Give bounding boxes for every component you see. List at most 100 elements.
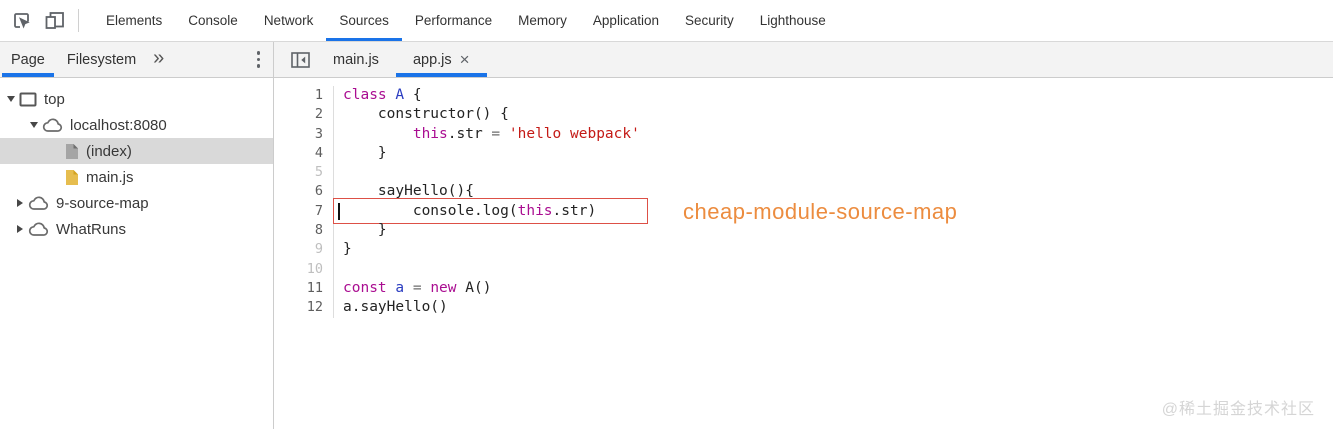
file-gray-icon bbox=[65, 143, 79, 160]
line-number[interactable]: 2 bbox=[314, 106, 323, 123]
line-number[interactable]: 6 bbox=[314, 183, 323, 200]
code-line[interactable]: } bbox=[343, 144, 1333, 163]
tree-item-main-js[interactable]: main.js bbox=[0, 164, 273, 190]
code-line[interactable]: class A { bbox=[343, 86, 1333, 105]
code-token: = bbox=[412, 279, 422, 296]
toolbar-icons bbox=[0, 0, 68, 41]
editor-tabstrip: main.js app.js × bbox=[274, 42, 1333, 77]
toggle-device-toolbar-icon[interactable] bbox=[42, 8, 68, 34]
code-token: const bbox=[343, 279, 387, 296]
inspect-element-icon[interactable] bbox=[9, 8, 35, 34]
hide-navigator-icon[interactable] bbox=[284, 42, 316, 77]
tree-item-top[interactable]: top bbox=[0, 86, 273, 112]
code-token: this bbox=[517, 202, 553, 219]
navigator-tab-filesystem[interactable]: Filesystem bbox=[66, 51, 137, 68]
code-token: this bbox=[412, 125, 448, 142]
code-token: .str) bbox=[552, 202, 597, 219]
code-token: 'hello webpack' bbox=[508, 125, 640, 142]
code-token: console.log( bbox=[343, 202, 518, 219]
tree-item-label: main.js bbox=[86, 169, 134, 186]
code-token: new bbox=[430, 279, 457, 296]
editor-file-tabs: main.js app.js × bbox=[316, 42, 487, 77]
triangle-collapsed-icon[interactable] bbox=[13, 223, 26, 236]
line-number[interactable]: 9 bbox=[314, 241, 323, 258]
code-token: } bbox=[343, 144, 387, 161]
code-token: } bbox=[343, 222, 387, 239]
code-line[interactable] bbox=[343, 260, 1333, 279]
code-token: { bbox=[404, 87, 422, 103]
navigator-header: Page Filesystem » bbox=[0, 42, 274, 77]
line-number[interactable]: 1 bbox=[314, 87, 323, 103]
code-line[interactable]: } bbox=[343, 221, 1333, 240]
tab-security[interactable]: Security bbox=[684, 13, 734, 28]
tree-item-label: localhost:8080 bbox=[70, 117, 167, 134]
tree-item-localhost-8080[interactable]: localhost:8080 bbox=[0, 112, 273, 138]
tree-item-label: WhatRuns bbox=[56, 221, 127, 238]
line-number[interactable]: 11 bbox=[306, 279, 323, 296]
tab-console[interactable]: Console bbox=[188, 13, 238, 28]
line-number[interactable]: 5 bbox=[314, 164, 323, 181]
line-number[interactable]: 7 bbox=[314, 202, 323, 219]
tab-memory[interactable]: Memory bbox=[518, 13, 567, 28]
tab-close-icon[interactable]: × bbox=[459, 50, 470, 69]
frame-icon bbox=[19, 92, 37, 107]
code-token: a bbox=[395, 279, 405, 296]
cloud-icon bbox=[42, 118, 63, 133]
cloud-icon bbox=[28, 222, 49, 237]
code-token: constructor() { bbox=[343, 106, 509, 123]
code-line[interactable]: } bbox=[343, 240, 1333, 259]
editor-tab-label: main.js bbox=[333, 51, 379, 68]
tree-indent-spacer bbox=[50, 171, 63, 184]
triangle-collapsed-icon[interactable] bbox=[13, 197, 26, 210]
content-area: top localhost:8080 (index) main.js 9-source-… bbox=[0, 78, 1333, 429]
line-number[interactable]: 12 bbox=[306, 299, 323, 316]
tree-item-index[interactable]: (index) bbox=[0, 138, 273, 164]
tab-network[interactable]: Network bbox=[263, 13, 314, 28]
tab-sources[interactable]: Sources bbox=[326, 0, 402, 41]
file-yellow-icon bbox=[65, 169, 79, 186]
tree-item-label: top bbox=[44, 91, 65, 108]
editor-tab-label: app.js bbox=[412, 51, 452, 68]
panel-tabs: Elements Console Network Sources Performance… bbox=[93, 0, 839, 41]
file-navigator: top localhost:8080 (index) main.js 9-source-… bbox=[0, 78, 274, 429]
watermark: @稀土掘金技术社区 bbox=[1161, 401, 1315, 418]
kebab-menu-icon[interactable] bbox=[256, 42, 260, 77]
triangle-expanded-icon[interactable] bbox=[27, 119, 40, 132]
code-token: = bbox=[491, 125, 501, 142]
line-number[interactable]: 4 bbox=[314, 144, 323, 161]
code-line[interactable]: sayHello(){ bbox=[343, 182, 1333, 201]
line-number[interactable]: 10 bbox=[306, 260, 323, 277]
code-token: A() bbox=[456, 279, 492, 296]
tree-item-9-source-map[interactable]: 9-source-map bbox=[0, 190, 273, 216]
navigator-tab-page[interactable]: Page bbox=[0, 42, 56, 77]
code-token: class bbox=[343, 87, 387, 103]
annotation-label: cheap-module-source-map bbox=[683, 199, 958, 224]
tab-lighthouse[interactable]: Lighthouse bbox=[759, 13, 826, 28]
code-token bbox=[343, 126, 413, 142]
line-number[interactable]: 3 bbox=[314, 125, 323, 142]
code-line[interactable]: const a = new A() bbox=[343, 279, 1333, 298]
tab-performance[interactable]: Performance bbox=[414, 13, 493, 28]
more-tabs-icon[interactable]: » bbox=[153, 46, 165, 69]
triangle-expanded-icon[interactable] bbox=[4, 93, 17, 106]
code-line[interactable] bbox=[343, 163, 1333, 182]
tree-item-whatruns[interactable]: WhatRuns bbox=[0, 216, 273, 242]
line-number[interactable]: 8 bbox=[314, 222, 323, 239]
code-line[interactable]: constructor() { bbox=[343, 105, 1333, 124]
text-caret-icon bbox=[338, 202, 340, 220]
editor-tab-app-js[interactable]: app.js × bbox=[395, 42, 487, 77]
tab-elements[interactable]: Elements bbox=[106, 13, 163, 28]
code-line[interactable]: a.sayHello() bbox=[343, 298, 1333, 317]
code-line[interactable]: this.str = 'hello webpack' bbox=[343, 125, 1333, 144]
toolbar-divider bbox=[78, 9, 79, 32]
code-token bbox=[500, 126, 509, 142]
editor-tab-main-js[interactable]: main.js bbox=[316, 42, 396, 77]
code-lines[interactable]: class A { constructor() { this.str = 'he… bbox=[333, 86, 1333, 318]
tree-item-label: (index) bbox=[86, 143, 132, 160]
code-token: A bbox=[395, 87, 405, 103]
tab-application[interactable]: Application bbox=[592, 13, 659, 28]
